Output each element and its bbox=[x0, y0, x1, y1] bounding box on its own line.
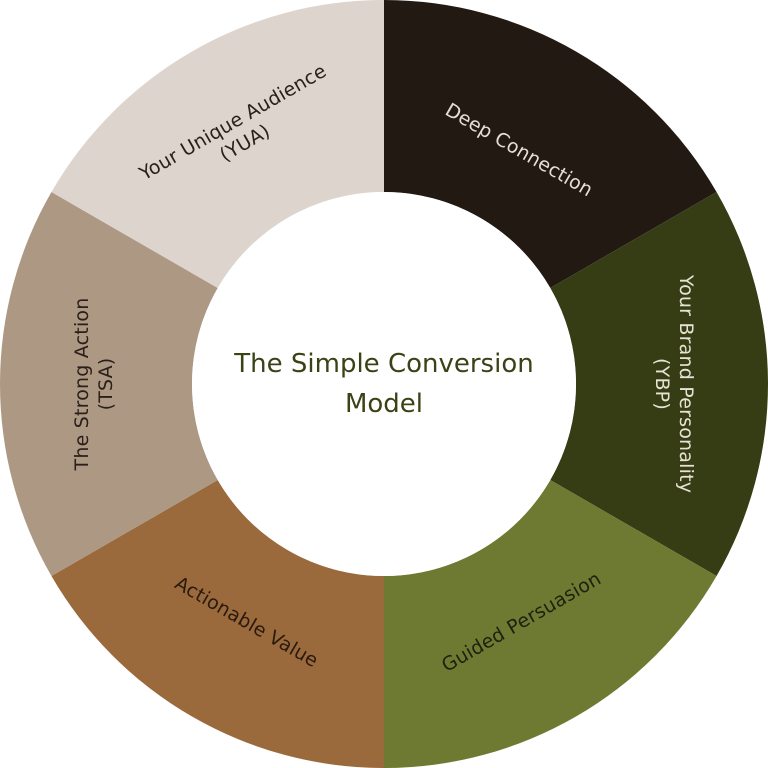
center-hole bbox=[192, 192, 576, 576]
segment-guided-persuasion bbox=[384, 480, 717, 768]
label-your-brand-personality: Your Brand Personality(YBP) bbox=[651, 274, 697, 493]
segment-your-unique-audience bbox=[51, 0, 385, 288]
label-line: Your Brand Personality bbox=[675, 274, 697, 493]
segment-your-brand-personality bbox=[550, 192, 768, 576]
segment-the-strong-action bbox=[0, 192, 218, 576]
segment-actionable-value bbox=[51, 480, 385, 768]
center-title-line: The Simple Conversion bbox=[233, 349, 533, 379]
label-line: The Strong Action bbox=[71, 298, 93, 472]
segment-deep-connection bbox=[384, 0, 717, 288]
label-line: (TSA) bbox=[95, 358, 117, 411]
label-line: (YBP) bbox=[651, 358, 673, 410]
label-the-strong-action: The Strong Action(TSA) bbox=[71, 298, 117, 472]
center-title-line: Model bbox=[345, 389, 423, 419]
